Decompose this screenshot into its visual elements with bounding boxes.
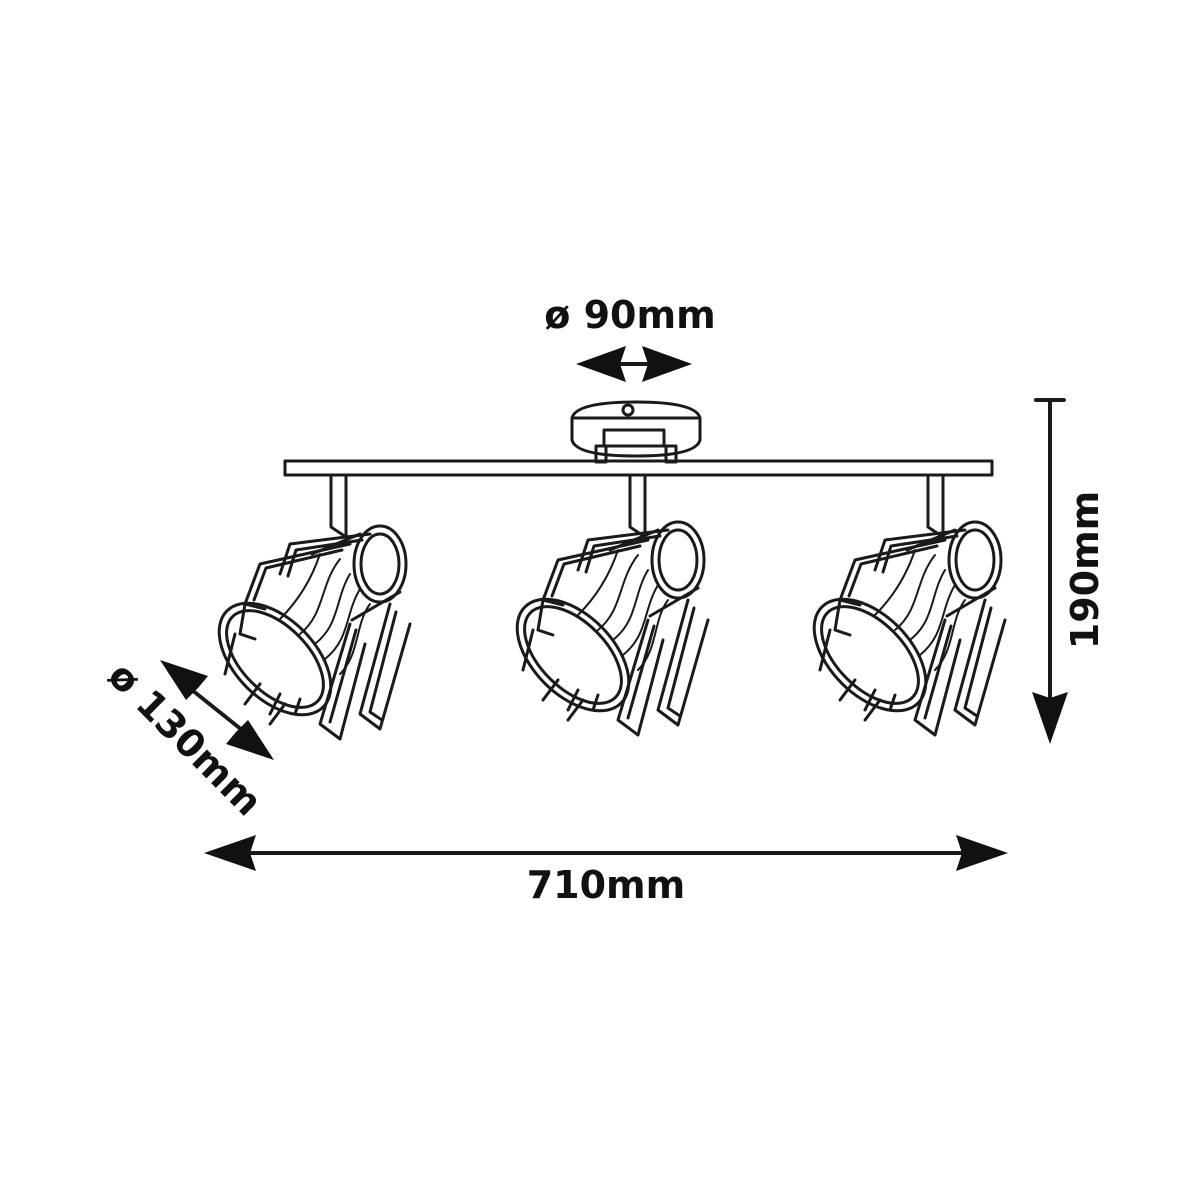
width-dimension: 710mm <box>204 835 1008 907</box>
spotlight-left <box>197 524 412 741</box>
fixture <box>197 400 1007 741</box>
canopy-diameter-dimension: ø 90mm <box>544 293 716 382</box>
mounting-bar <box>283 459 994 477</box>
width-label: 710mm <box>527 863 686 907</box>
height-label: 190mm <box>1063 491 1107 650</box>
ceiling-canopy <box>570 400 702 464</box>
spot-stems <box>329 474 945 539</box>
spotlight-center <box>495 520 710 737</box>
height-dimension: 190mm <box>1032 398 1107 744</box>
spotlight-right <box>792 520 1007 737</box>
canopy-diameter-label: ø 90mm <box>544 293 715 337</box>
